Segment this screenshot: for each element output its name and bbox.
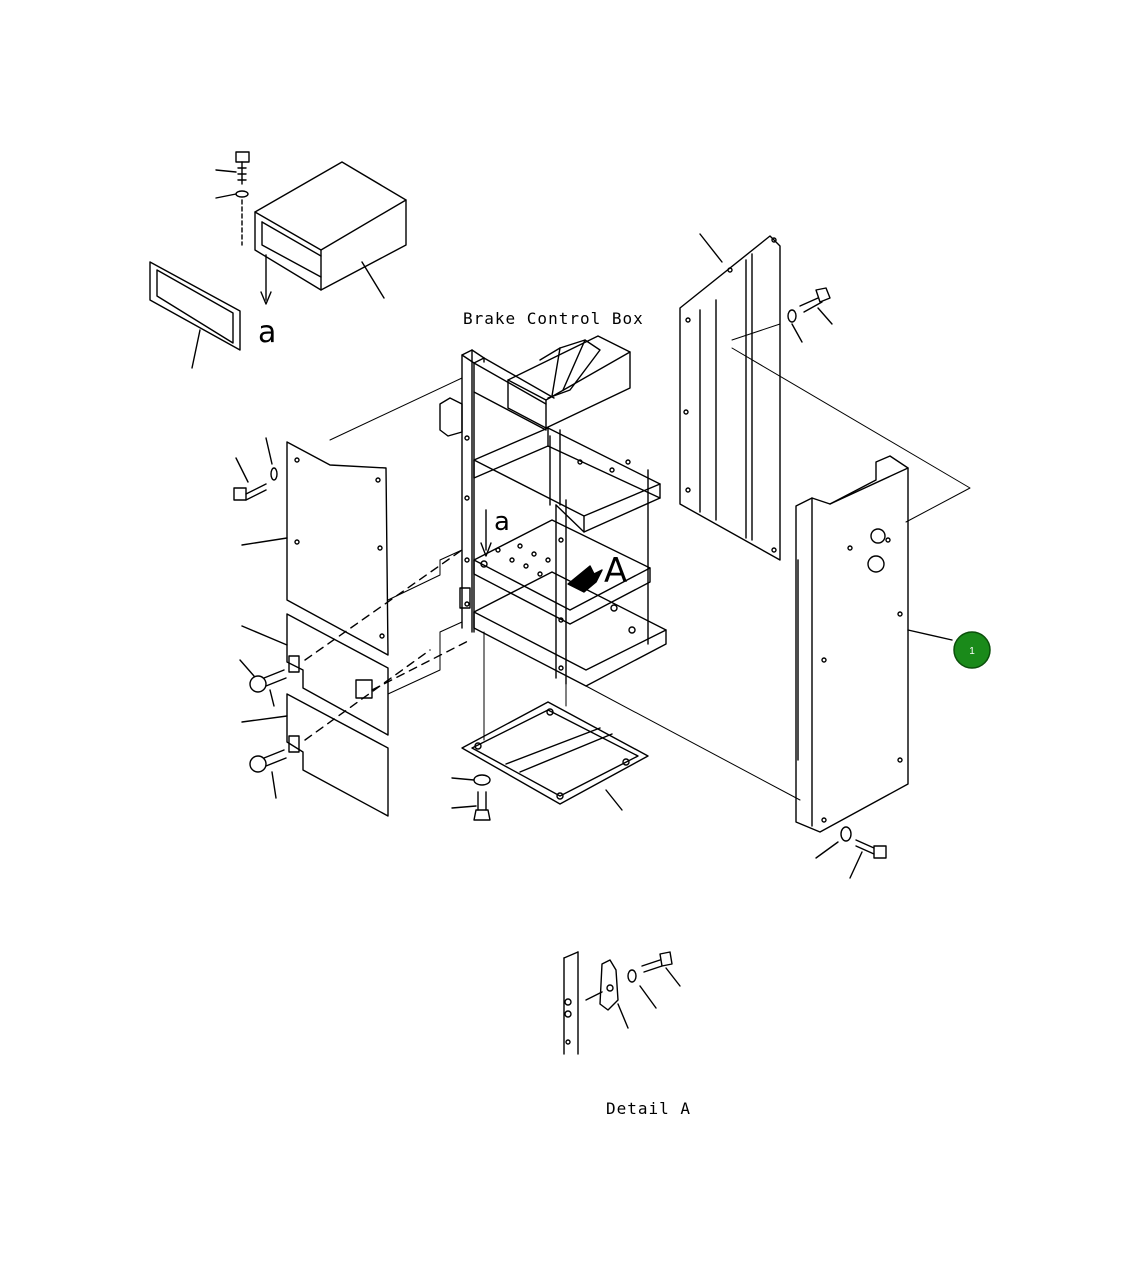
callout-number: 1	[969, 646, 975, 657]
gasket-frame	[149, 261, 241, 369]
bolt-right-upper	[787, 287, 833, 343]
bolt-left-upper	[233, 437, 278, 501]
bolt-right-lower	[815, 826, 887, 879]
bolt-left-lower-2	[249, 749, 287, 799]
left-lower-panel-2	[241, 693, 389, 817]
floor-tray	[461, 701, 649, 811]
detail-a-drawing	[563, 951, 681, 1055]
right-rear-panel	[679, 233, 781, 561]
top-cover-box	[254, 161, 407, 291]
marker-a-box: a	[258, 315, 276, 350]
callout-item-1[interactable]: 1	[953, 631, 991, 669]
callout-badge[interactable]	[953, 631, 991, 669]
bolt-floor	[451, 774, 491, 821]
right-cabinet-panel	[795, 455, 953, 833]
brake-control-box-label: Brake Control Box	[463, 309, 644, 328]
assembly-lines	[304, 549, 471, 741]
bolt-left-lower-1	[239, 659, 287, 707]
marker-A-detail: A	[604, 551, 627, 591]
alignment-lines	[329, 323, 971, 801]
detail-a-arrow	[567, 565, 603, 593]
marker-a-frame: a	[494, 507, 510, 537]
central-frame	[439, 335, 667, 687]
detail-a-label: Detail A	[606, 1099, 691, 1118]
left-lower-panel-1	[241, 613, 389, 736]
left-upper-panel	[241, 441, 389, 656]
bolt-top-left	[215, 151, 250, 246]
